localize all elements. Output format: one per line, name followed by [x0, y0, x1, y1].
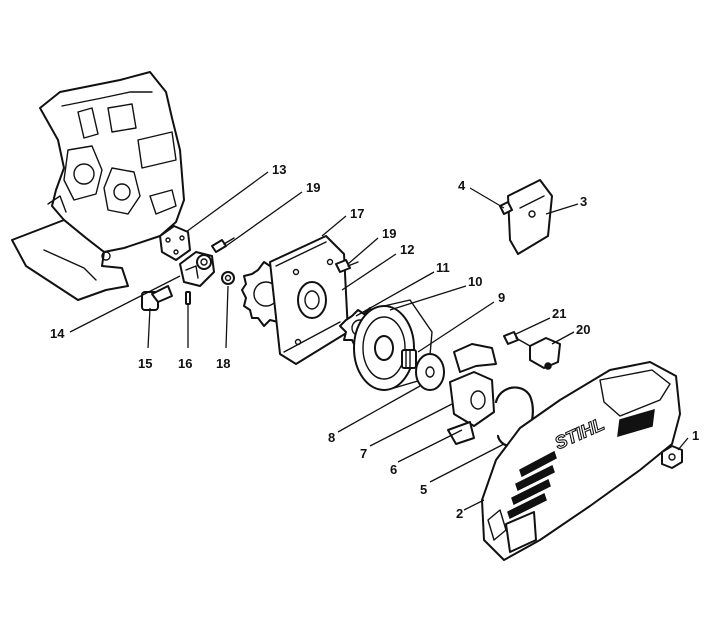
clutch-shaft	[401, 349, 417, 369]
brake-band	[453, 343, 497, 373]
callout-10: 10	[468, 274, 482, 289]
callout-12: 12	[400, 242, 414, 257]
callout-14: 14	[50, 326, 65, 341]
clutch-drum	[353, 299, 433, 391]
nut-1	[661, 445, 683, 469]
fitting-15	[141, 285, 173, 311]
callout-3: 3	[580, 194, 587, 209]
gasket-plate	[159, 225, 191, 261]
callout-19a: 19	[306, 180, 320, 195]
brake-lever	[447, 371, 495, 445]
chain-catcher	[529, 337, 561, 370]
callout-5: 5	[420, 482, 427, 497]
callout-15: 15	[138, 356, 152, 371]
callout-4: 4	[458, 178, 466, 193]
callout-20: 20	[576, 322, 590, 337]
washer-8	[415, 353, 445, 391]
washer-18	[221, 271, 235, 285]
pin-16	[185, 291, 191, 305]
callout-6: 6	[390, 462, 397, 477]
callout-2: 2	[456, 506, 463, 521]
callout-21: 21	[552, 306, 566, 321]
callout-13: 13	[272, 162, 286, 177]
callout-18: 18	[216, 356, 230, 371]
screw-4	[499, 201, 513, 215]
leader-lines	[69, 171, 689, 511]
cover-vent-slots	[507, 450, 557, 520]
screw-19a	[211, 237, 235, 253]
callout-7: 7	[360, 446, 367, 461]
callout-1: 1	[692, 428, 699, 443]
engine-housing	[11, 71, 185, 301]
drive-plate	[269, 235, 349, 365]
callout-8: 8	[328, 430, 335, 445]
callout-17: 17	[350, 206, 364, 221]
callout-labels: 1 2 3 4 5 6 7 8 9 10 11 12 13 14 15 16 1…	[50, 162, 699, 521]
callout-19b: 19	[382, 226, 396, 241]
screw-21	[503, 331, 531, 347]
sprocket-cover: STIHL	[481, 361, 681, 561]
pump-body	[179, 251, 215, 287]
callout-9: 9	[498, 290, 505, 305]
guide-plate	[507, 179, 553, 255]
callout-16: 16	[178, 356, 192, 371]
screw-19b	[335, 259, 359, 273]
callout-11: 11	[436, 260, 450, 275]
